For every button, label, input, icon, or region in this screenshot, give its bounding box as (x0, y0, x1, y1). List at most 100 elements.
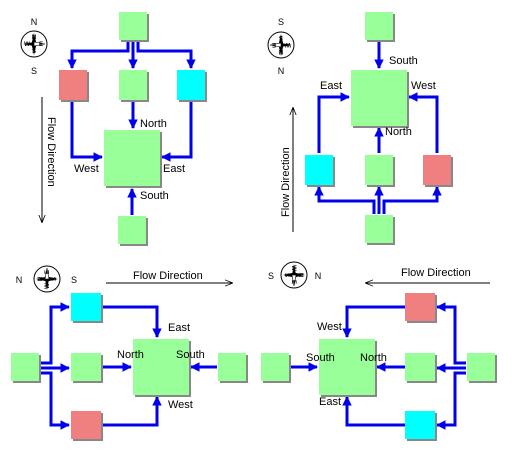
arrow-west-entry (408, 92, 439, 153)
compass-inner-s: S (283, 273, 289, 277)
compass-needle-east (33, 41, 46, 47)
left-node-face (261, 353, 289, 381)
bottom-node-face (118, 216, 146, 244)
compass-needle-north (31, 33, 37, 44)
compass-needle-south (278, 34, 284, 45)
middle-node-face (405, 353, 435, 381)
arrow-to-cyan (136, 40, 196, 69)
label-south: South (176, 349, 205, 361)
source-node-face (11, 353, 39, 381)
compass-inner-w: W (24, 42, 30, 48)
center-node-face (351, 70, 407, 126)
arrow-to-red (436, 302, 466, 365)
compass-inner-e: E (39, 42, 43, 48)
arrow-east-entry (161, 100, 193, 162)
panel-bottom-left: Flow Direction East North South West (117, 270, 205, 411)
flow-direction-label: Flow Direction (133, 270, 203, 282)
cyan-node (71, 293, 103, 323)
compass-outer-s: S (268, 271, 274, 281)
label-south: South (306, 352, 335, 364)
compass-outer-n: N (31, 17, 38, 27)
compass-inner-s: S (32, 49, 36, 55)
source-node (365, 12, 395, 42)
cyan-node-face (177, 70, 205, 100)
compass-inner-e: E (45, 270, 51, 274)
node-boxes (11, 12, 497, 441)
arrow-to-cyan (40, 302, 70, 365)
source-node-face (467, 353, 495, 381)
cyan-node (177, 70, 207, 102)
cyan-node (305, 155, 335, 187)
compass-needle-south (283, 272, 294, 278)
label-north: North (385, 126, 412, 138)
compass-needle-east (44, 267, 50, 280)
red-node-face (423, 155, 451, 185)
cyan-node-face (405, 411, 435, 439)
compass-outer-s: S (71, 275, 77, 285)
compass-outer-s: S (31, 66, 37, 76)
arrow-to-red (67, 40, 130, 69)
center-node (351, 70, 409, 128)
arrow-to-cyan (314, 186, 376, 214)
label-north: North (117, 349, 144, 361)
compass-outer-s: S (278, 17, 284, 27)
flow-direction-label: Flow Direction (401, 267, 471, 279)
red-node-face (405, 293, 435, 321)
panel-top-left: Flow Direction North West East South (45, 117, 185, 202)
arrow-west-entry (70, 100, 103, 162)
arrow-east-entry (101, 305, 162, 338)
label-east: East (168, 322, 190, 334)
label-west: West (168, 399, 193, 411)
compass-inner-n: N (297, 273, 303, 277)
compass-needle-west (23, 42, 34, 46)
panel-bottom-right: Flow Direction West South North East (306, 267, 471, 408)
red-node (405, 293, 437, 323)
compass-inner-w: W (285, 41, 291, 47)
compass-outer-n: N (278, 66, 285, 76)
flow-direction-label: Flow Direction (45, 117, 57, 187)
middle-node (405, 353, 437, 383)
arrow-to-red (382, 186, 442, 214)
flow-direction-label: Flow Direction (280, 147, 292, 217)
compass-inner-w: W (290, 265, 296, 271)
middle-node-face (119, 70, 147, 100)
compass-needle-north (36, 276, 47, 282)
compass-outer-n: N (16, 275, 23, 285)
arrow-east-entry (342, 396, 405, 427)
label-west: West (317, 321, 342, 333)
bottom-node (365, 215, 395, 245)
arrow-west-entry (342, 305, 405, 338)
arrow-to-red (40, 371, 70, 430)
arrow-west-entry (101, 396, 162, 427)
label-east: East (163, 163, 185, 175)
center-node-face (319, 339, 375, 395)
compass-needle-south (31, 44, 37, 55)
compass-inner-n: N (279, 48, 283, 54)
compass-inner-s: S (52, 277, 58, 281)
compass-needle-west (292, 264, 296, 275)
bottom-node (118, 216, 148, 246)
source-node (119, 12, 149, 42)
label-east: East (319, 396, 341, 408)
compass-inner-s: S (279, 34, 283, 40)
red-node (71, 411, 103, 441)
compass-needle-north (294, 272, 305, 278)
red-node (423, 155, 453, 187)
compass-outer-n: N (315, 271, 322, 281)
panel-top-right: Flow Direction South East West North (280, 55, 436, 217)
compass-needle-north (278, 45, 284, 56)
center-node-face (133, 339, 189, 395)
label-south: South (389, 55, 418, 67)
cyan-node-face (305, 155, 333, 185)
label-south: South (140, 190, 169, 202)
bottom-node-face (365, 215, 393, 243)
center-node (319, 339, 377, 397)
label-east: East (320, 80, 342, 92)
compass-needle-west (45, 279, 49, 290)
red-node (59, 70, 89, 102)
right-node (218, 353, 248, 383)
